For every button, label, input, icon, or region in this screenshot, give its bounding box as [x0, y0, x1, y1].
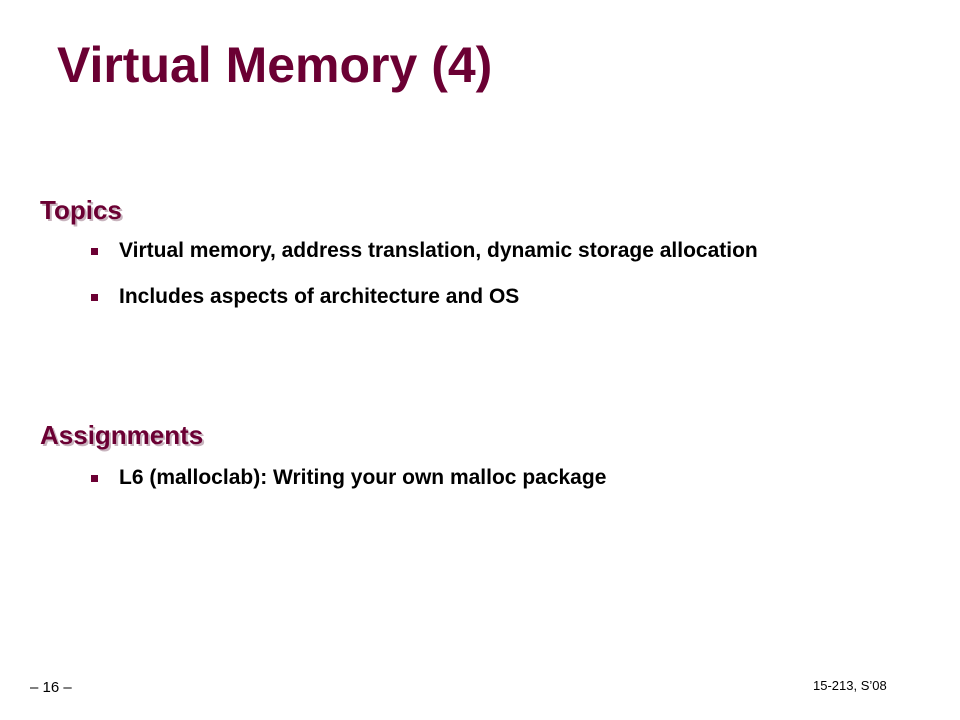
- bullet-item: Includes aspects of architecture and OS: [0, 282, 960, 312]
- square-bullet-icon: [91, 475, 98, 482]
- bullet-text: Includes aspects of architecture and OS: [119, 285, 520, 308]
- slide-title: Virtual Memory (4): [57, 37, 493, 93]
- square-bullet-icon: [91, 248, 98, 255]
- assignments-bullet-list: L6 (malloclab): Writing your own malloc …: [0, 463, 960, 493]
- topics-bullet-list: Virtual memory, address translation, dyn…: [0, 236, 960, 312]
- section-heading-assignments: Assignments: [40, 420, 204, 450]
- square-bullet-icon: [91, 294, 98, 301]
- bullet-text: L6 (malloclab): Writing your own malloc …: [119, 466, 607, 489]
- course-label: 15-213, S’08: [813, 678, 887, 693]
- section-heading-topics: Topics: [40, 195, 122, 225]
- bullet-item: L6 (malloclab): Writing your own malloc …: [0, 463, 960, 493]
- page-number: – 16 –: [30, 679, 72, 696]
- bullet-text: Virtual memory, address translation, dyn…: [119, 239, 758, 262]
- bullet-item: Virtual memory, address translation, dyn…: [0, 236, 960, 266]
